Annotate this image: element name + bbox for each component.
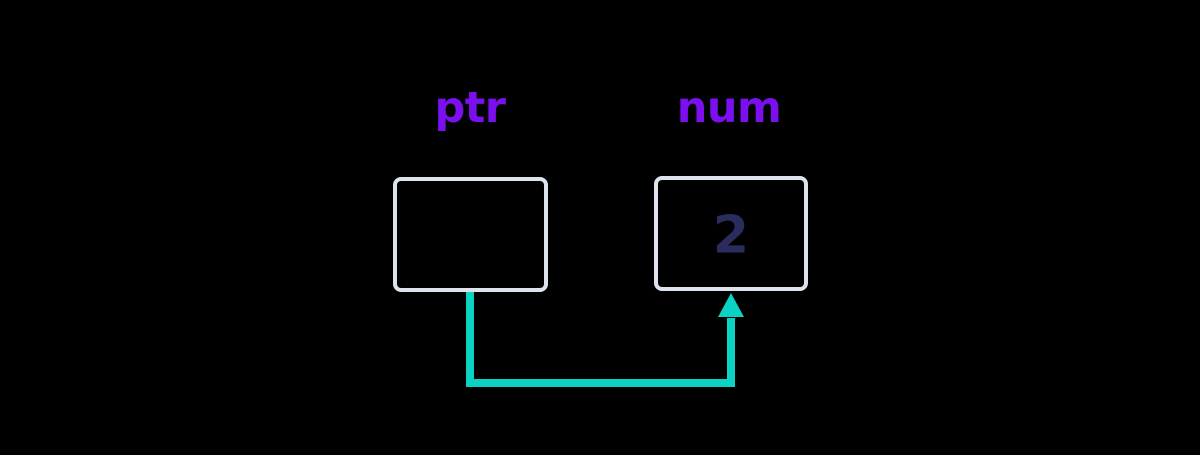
pointer-connector-line (466, 292, 735, 387)
memory-cell-value-num: 2 (713, 206, 749, 266)
variable-label-ptr: ptr (434, 83, 506, 133)
variable-label-num: num (677, 83, 782, 133)
pointer-arrowhead-icon (718, 293, 744, 317)
memory-cell-num[interactable] (654, 176, 808, 291)
memory-cell-ptr[interactable] (393, 177, 548, 292)
